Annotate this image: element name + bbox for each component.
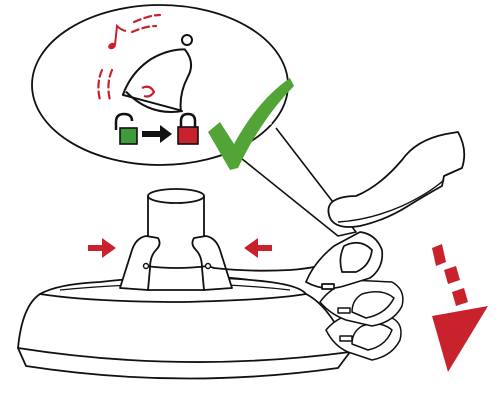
left-red-arrow-icon — [244, 238, 272, 258]
bell-icon — [121, 34, 193, 113]
shoe-sole-line — [337, 179, 445, 223]
unlocked-padlock-icon — [114, 112, 138, 145]
foot-pedal-ghost-middle — [319, 279, 404, 327]
callout-pointer — [225, 127, 357, 237]
music-note-icon — [108, 23, 127, 50]
foot-pedal — [305, 231, 384, 290]
cable-anchor-right — [204, 262, 212, 270]
right-arrow-icon — [142, 125, 172, 143]
dash-arrow-down-icon — [432, 244, 488, 372]
foot-pedal-ghost-lower — [325, 313, 402, 361]
right-red-arrow-icon — [88, 238, 116, 258]
right-jaw — [191, 235, 233, 291]
sound-waves-icon — [97, 13, 162, 102]
cable-anchor-left — [142, 262, 150, 270]
tree-stand-base — [17, 275, 351, 380]
clamp-jaws — [119, 235, 233, 291]
checkmark-icon — [208, 78, 294, 170]
shoe — [327, 131, 466, 228]
left-jaw — [119, 235, 161, 291]
locked-padlock-icon — [177, 112, 199, 145]
